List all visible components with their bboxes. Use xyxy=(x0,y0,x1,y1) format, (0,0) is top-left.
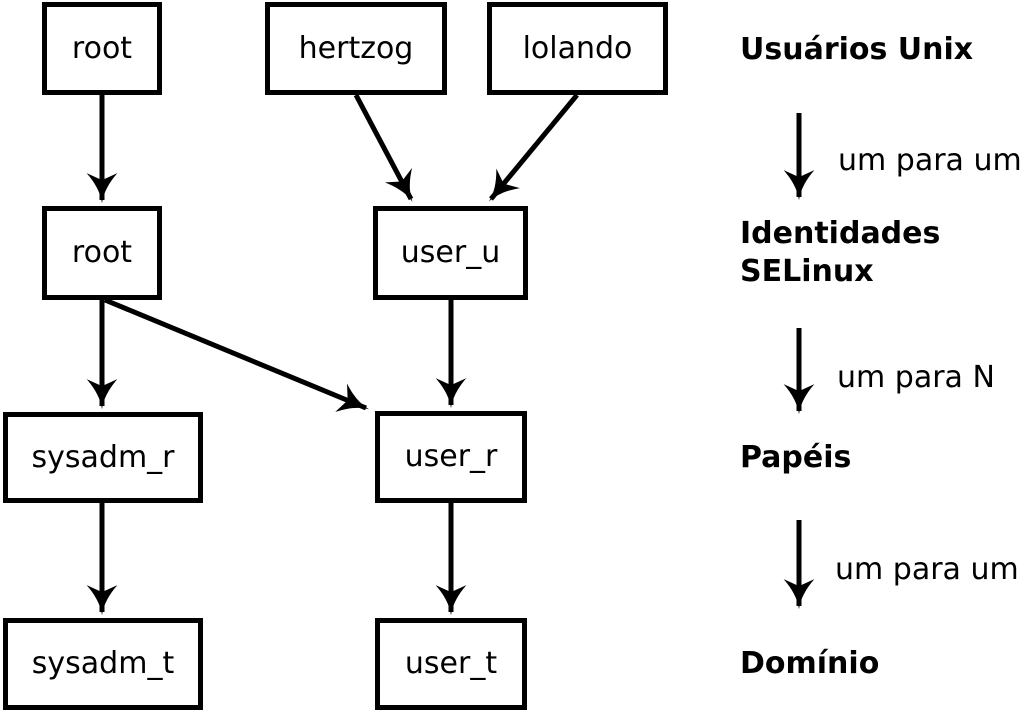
legend-relation-one-to-one-2: um para um xyxy=(835,552,1019,587)
node-unix-lolando-label: lolando xyxy=(522,30,633,66)
node-selinux-root-label: root xyxy=(71,235,133,270)
legend-level-selinux-identities: Identidades SELinux xyxy=(740,215,940,291)
node-domain-user-t-label: user_t xyxy=(404,646,498,681)
legend-level-domain: Domínio xyxy=(740,646,880,681)
node-domain-sysadm-t: sysadm_t xyxy=(3,618,203,710)
node-role-sysadm-r-label: sysadm_r xyxy=(31,439,175,475)
node-unix-root-label: root xyxy=(71,30,133,66)
node-role-sysadm-r: sysadm_r xyxy=(3,412,203,503)
legend-relation-one-to-n: um para N xyxy=(837,360,995,395)
edge-hertzog-to-useru xyxy=(353,93,414,202)
node-unix-root: root xyxy=(42,2,162,95)
node-selinux-user-u-label: user_u xyxy=(400,235,501,270)
node-unix-hertzog: hertzog xyxy=(265,2,447,95)
legend-relation-one-to-one-1: um para um xyxy=(838,143,1022,178)
edge-selinuxroot-to-userr xyxy=(104,297,369,412)
node-selinux-root: root xyxy=(42,206,162,300)
edge-lolando-to-useru xyxy=(488,93,579,202)
node-role-user-r: user_r xyxy=(375,411,527,503)
node-unix-hertzog-label: hertzog xyxy=(298,30,414,66)
node-unix-lolando: lolando xyxy=(487,2,668,95)
node-role-user-r-label: user_r xyxy=(404,439,498,474)
node-domain-sysadm-t-label: sysadm_t xyxy=(31,646,175,681)
legend-level-roles: Papéis xyxy=(740,440,852,475)
legend-level-selinux-identities-line1: Identidades xyxy=(740,216,941,251)
legend-level-selinux-identities-line2: SELinux xyxy=(740,254,874,289)
node-selinux-user-u: user_u xyxy=(373,206,528,300)
legend-level-unix-users: Usuários Unix xyxy=(740,32,974,67)
node-domain-user-t: user_t xyxy=(375,618,527,710)
